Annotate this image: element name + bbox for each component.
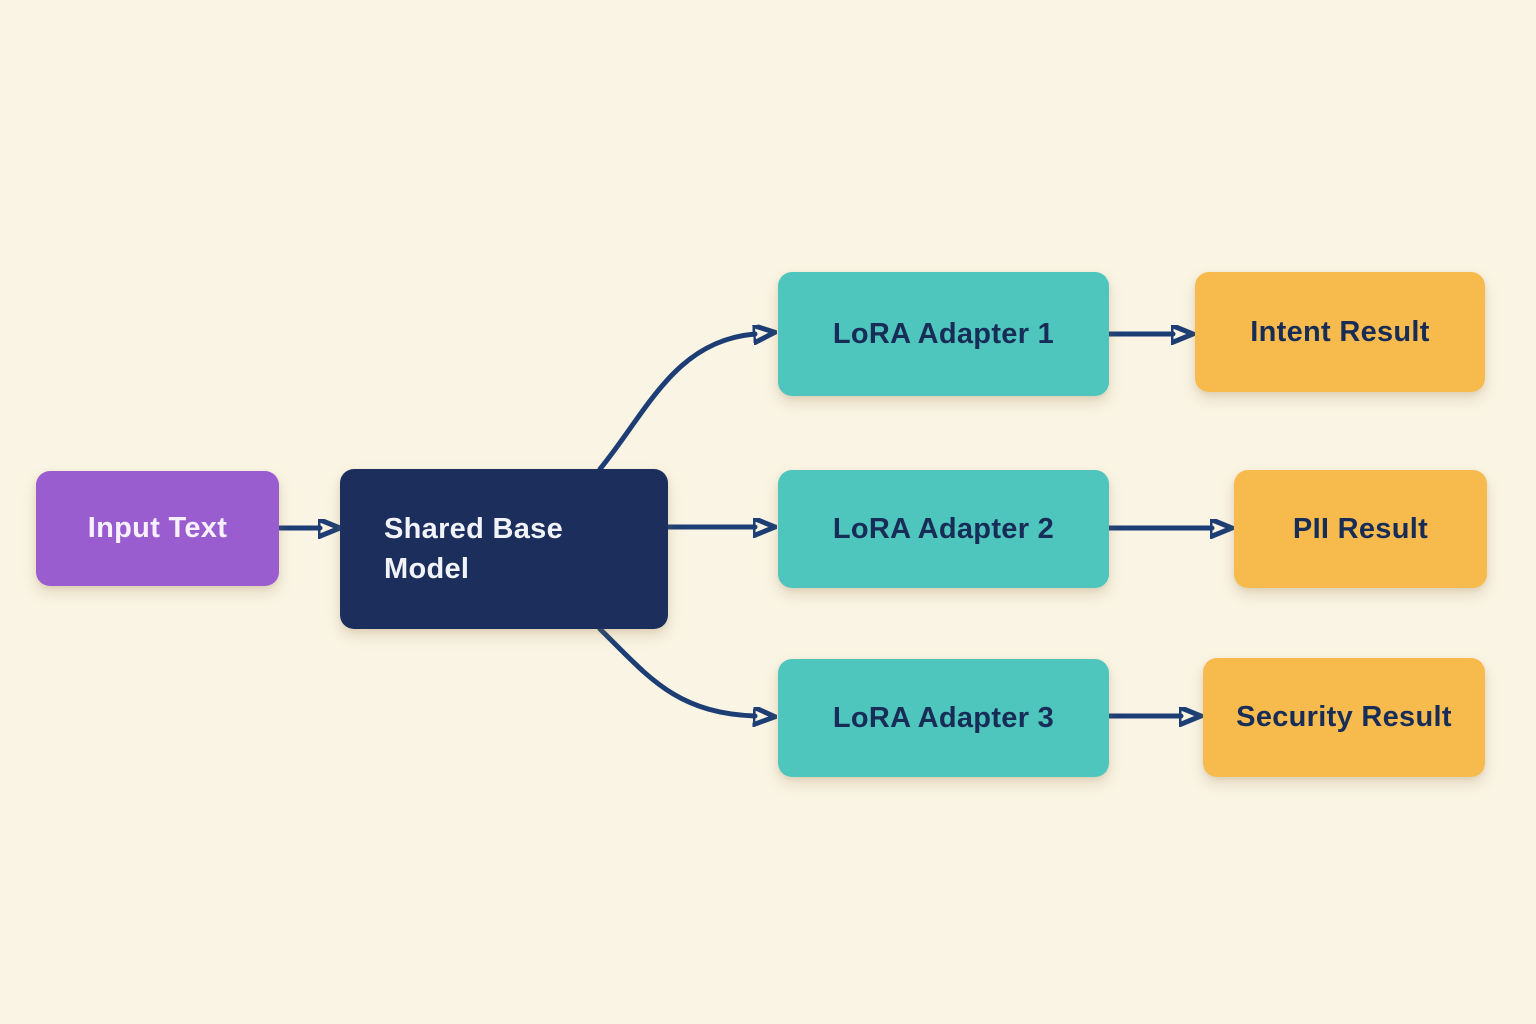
node-label: Input Text [87,512,228,545]
node-input-text: Input Text [36,471,279,586]
node-intent-result: Intent Result [1195,272,1485,392]
node-security-result: Security Result [1203,658,1485,777]
node-pii-result: PII Result [1234,470,1487,588]
node-lora-adapter-1: LoRA Adapter 1 [778,272,1109,396]
node-label: LoRA Adapter 2 [832,512,1055,545]
edge-shared-to-lora3 [597,626,755,716]
node-lora-adapter-3: LoRA Adapter 3 [778,659,1109,777]
node-label: LoRA Adapter 3 [832,701,1055,734]
node-label: LoRA Adapter 1 [832,317,1055,350]
edge-shared-to-lora1 [597,334,755,472]
node-lora-adapter-2: LoRA Adapter 2 [778,470,1109,588]
node-shared-base-model: Shared Base Model [340,469,668,629]
node-label: Security Result [1236,701,1452,734]
node-label: Intent Result [1250,315,1430,348]
node-label: PII Result [1292,512,1429,545]
node-label: Shared Base Model [384,512,563,585]
